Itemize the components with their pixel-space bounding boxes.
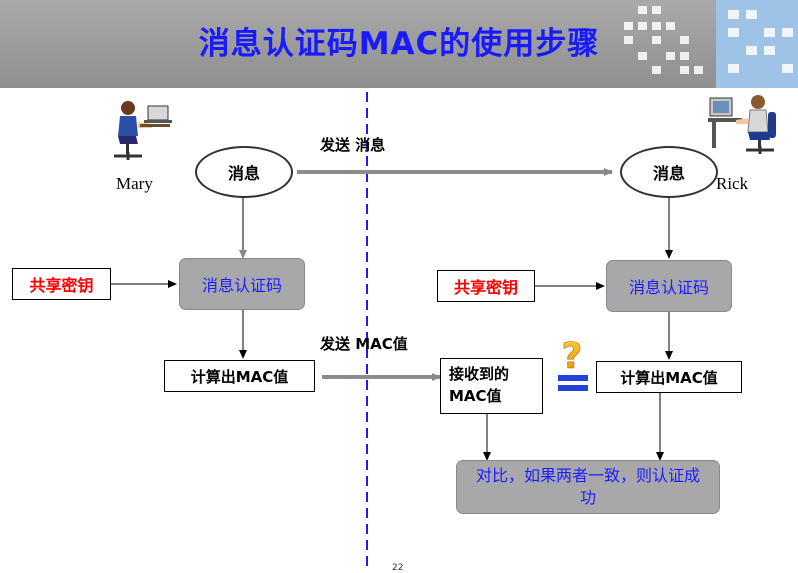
- person-at-laptop-icon: [114, 101, 172, 160]
- person-at-computer-icon: [708, 95, 776, 154]
- sender-message-node: 消息: [195, 146, 293, 198]
- received-mac-box: 接收到的MAC值: [440, 358, 543, 414]
- page-title: 消息认证码MAC的使用步骤: [198, 26, 600, 62]
- sender-mac-algorithm-box: 消息认证码: [179, 258, 305, 310]
- send-mac-label: 发送 MAC值: [320, 335, 408, 353]
- sender-name: Mary: [116, 174, 153, 193]
- receiver-shared-key-box: 共享密钥: [437, 270, 535, 302]
- receiver-name: Rick: [716, 174, 749, 193]
- send-message-label: 发送 消息: [320, 136, 386, 154]
- decorative-tiles: [624, 0, 798, 88]
- svg-text:?: ?: [562, 338, 583, 372]
- question-mark-icon: ?: [561, 338, 583, 372]
- receiver-mac-algorithm-box: 消息认证码: [606, 260, 732, 312]
- compare-result-box: 对比，如果两者一致，则认证成功: [456, 460, 720, 514]
- equals-icon: [558, 375, 588, 391]
- receiver-message-node: 消息: [620, 146, 718, 198]
- sender-computed-mac-box: 计算出MAC值: [164, 360, 315, 392]
- page-number: 22: [392, 563, 404, 573]
- title-bar: [0, 0, 798, 88]
- sender-shared-key-box: 共享密钥: [12, 268, 111, 300]
- receiver-computed-mac-box: 计算出MAC值: [596, 361, 742, 393]
